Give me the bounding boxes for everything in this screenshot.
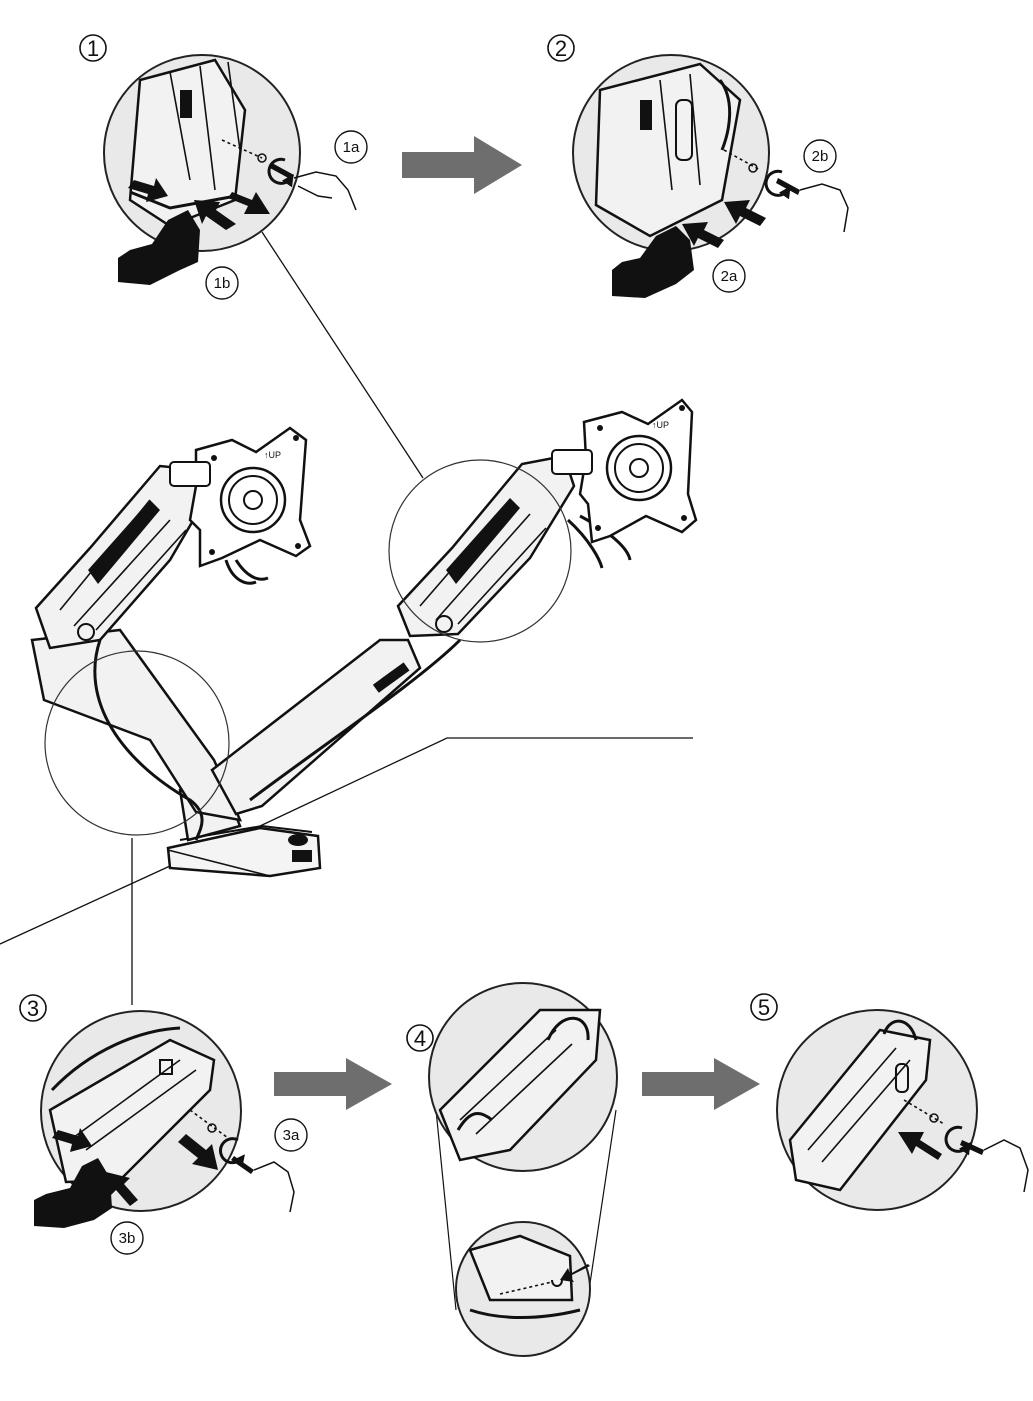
right-vesa-plate: ↑UP <box>578 398 698 544</box>
push-arrow-icon <box>898 1132 942 1160</box>
left-lower-arm <box>30 628 243 822</box>
cable-right <box>249 638 462 802</box>
step-2b-label: 2b <box>812 148 829 165</box>
rotate-arrow-icon <box>219 1137 245 1168</box>
step-3-number-badge: 3 <box>19 994 47 1022</box>
step-1a-badge: 1a <box>334 130 368 164</box>
rotate-arrow-icon <box>944 1125 971 1156</box>
screwdriver-hand-icon <box>799 183 849 233</box>
screwdriver-hand-icon <box>293 171 357 211</box>
step-3b-badge: 3b <box>110 1221 144 1255</box>
step-3a-label: 3a <box>283 1127 300 1144</box>
step-1-panel: 1 1a <box>79 34 368 300</box>
step-3-panel: 3 3a <box>19 994 308 1255</box>
step-1b-badge: 1b <box>205 266 239 300</box>
step-4-zoom-lines <box>435 1109 617 1311</box>
right-vesa-up-mark: ↑UP <box>652 420 669 430</box>
step-arrow-3-to-4 <box>274 1058 392 1110</box>
push-arrow-icon <box>682 200 766 248</box>
step-3b-label: 3b <box>119 1230 136 1247</box>
callout-circle-lower-arm <box>44 650 230 836</box>
step-5-number: 5 <box>758 995 770 1020</box>
gloved-hand-icon <box>34 1158 112 1228</box>
step-1a-label: 1a <box>343 139 360 156</box>
left-tilt-joint <box>169 461 211 487</box>
step-3a-badge: 3a <box>274 1118 308 1152</box>
step-2-number-badge: 2 <box>547 34 575 62</box>
left-vesa-up-mark: ↑UP <box>264 450 281 460</box>
step-arrow-4-to-5 <box>642 1058 760 1110</box>
press-arrow-icon <box>128 178 236 230</box>
rotate-arrow-icon <box>267 157 294 188</box>
right-tilt-joint <box>551 449 593 475</box>
step-4-panel: 4 <box>406 982 618 1357</box>
screwdriver-hand-icon <box>983 1139 1029 1193</box>
step-5-arm-detail <box>788 1019 932 1192</box>
screwdriver-hand-icon <box>253 1161 295 1213</box>
rotate-arrow-icon <box>764 169 791 200</box>
step-4-number-badge: 4 <box>406 1024 434 1052</box>
cable-left <box>93 639 204 841</box>
callout-circle-upper-arm <box>388 459 572 643</box>
gloved-hand-icon <box>612 226 694 298</box>
step-4-zoom-detail <box>468 1234 590 1319</box>
right-lower-arm <box>210 638 422 816</box>
step-2-number: 2 <box>555 36 567 61</box>
dual-monitor-arm: ↑UP ↑UP <box>30 398 698 878</box>
push-arrow-icon <box>52 1128 218 1206</box>
step-3-number: 3 <box>27 996 39 1021</box>
step-2-panel: 2 2b <box>547 34 849 298</box>
step-4-arm-detail <box>438 1008 602 1162</box>
step-2-arm-detail <box>594 62 742 238</box>
step-2b-badge: 2b <box>803 139 837 173</box>
step-2a-badge: 2a <box>712 259 746 293</box>
push-arrow-icon <box>228 192 270 214</box>
step-5-number-badge: 5 <box>750 993 778 1021</box>
step-arrow-1-to-2 <box>402 136 522 194</box>
step-1b-label: 1b <box>214 275 231 292</box>
gloved-hand-icon <box>118 210 200 285</box>
step-5-panel: 5 <box>750 993 1029 1211</box>
step-1-number-badge: 1 <box>79 34 107 62</box>
step-2a-label: 2a <box>721 268 738 285</box>
step-4-number: 4 <box>414 1026 426 1051</box>
step-3-arm-detail <box>48 1026 216 1184</box>
left-vesa-plate: ↑UP <box>188 426 312 568</box>
step-1-number: 1 <box>87 36 99 61</box>
